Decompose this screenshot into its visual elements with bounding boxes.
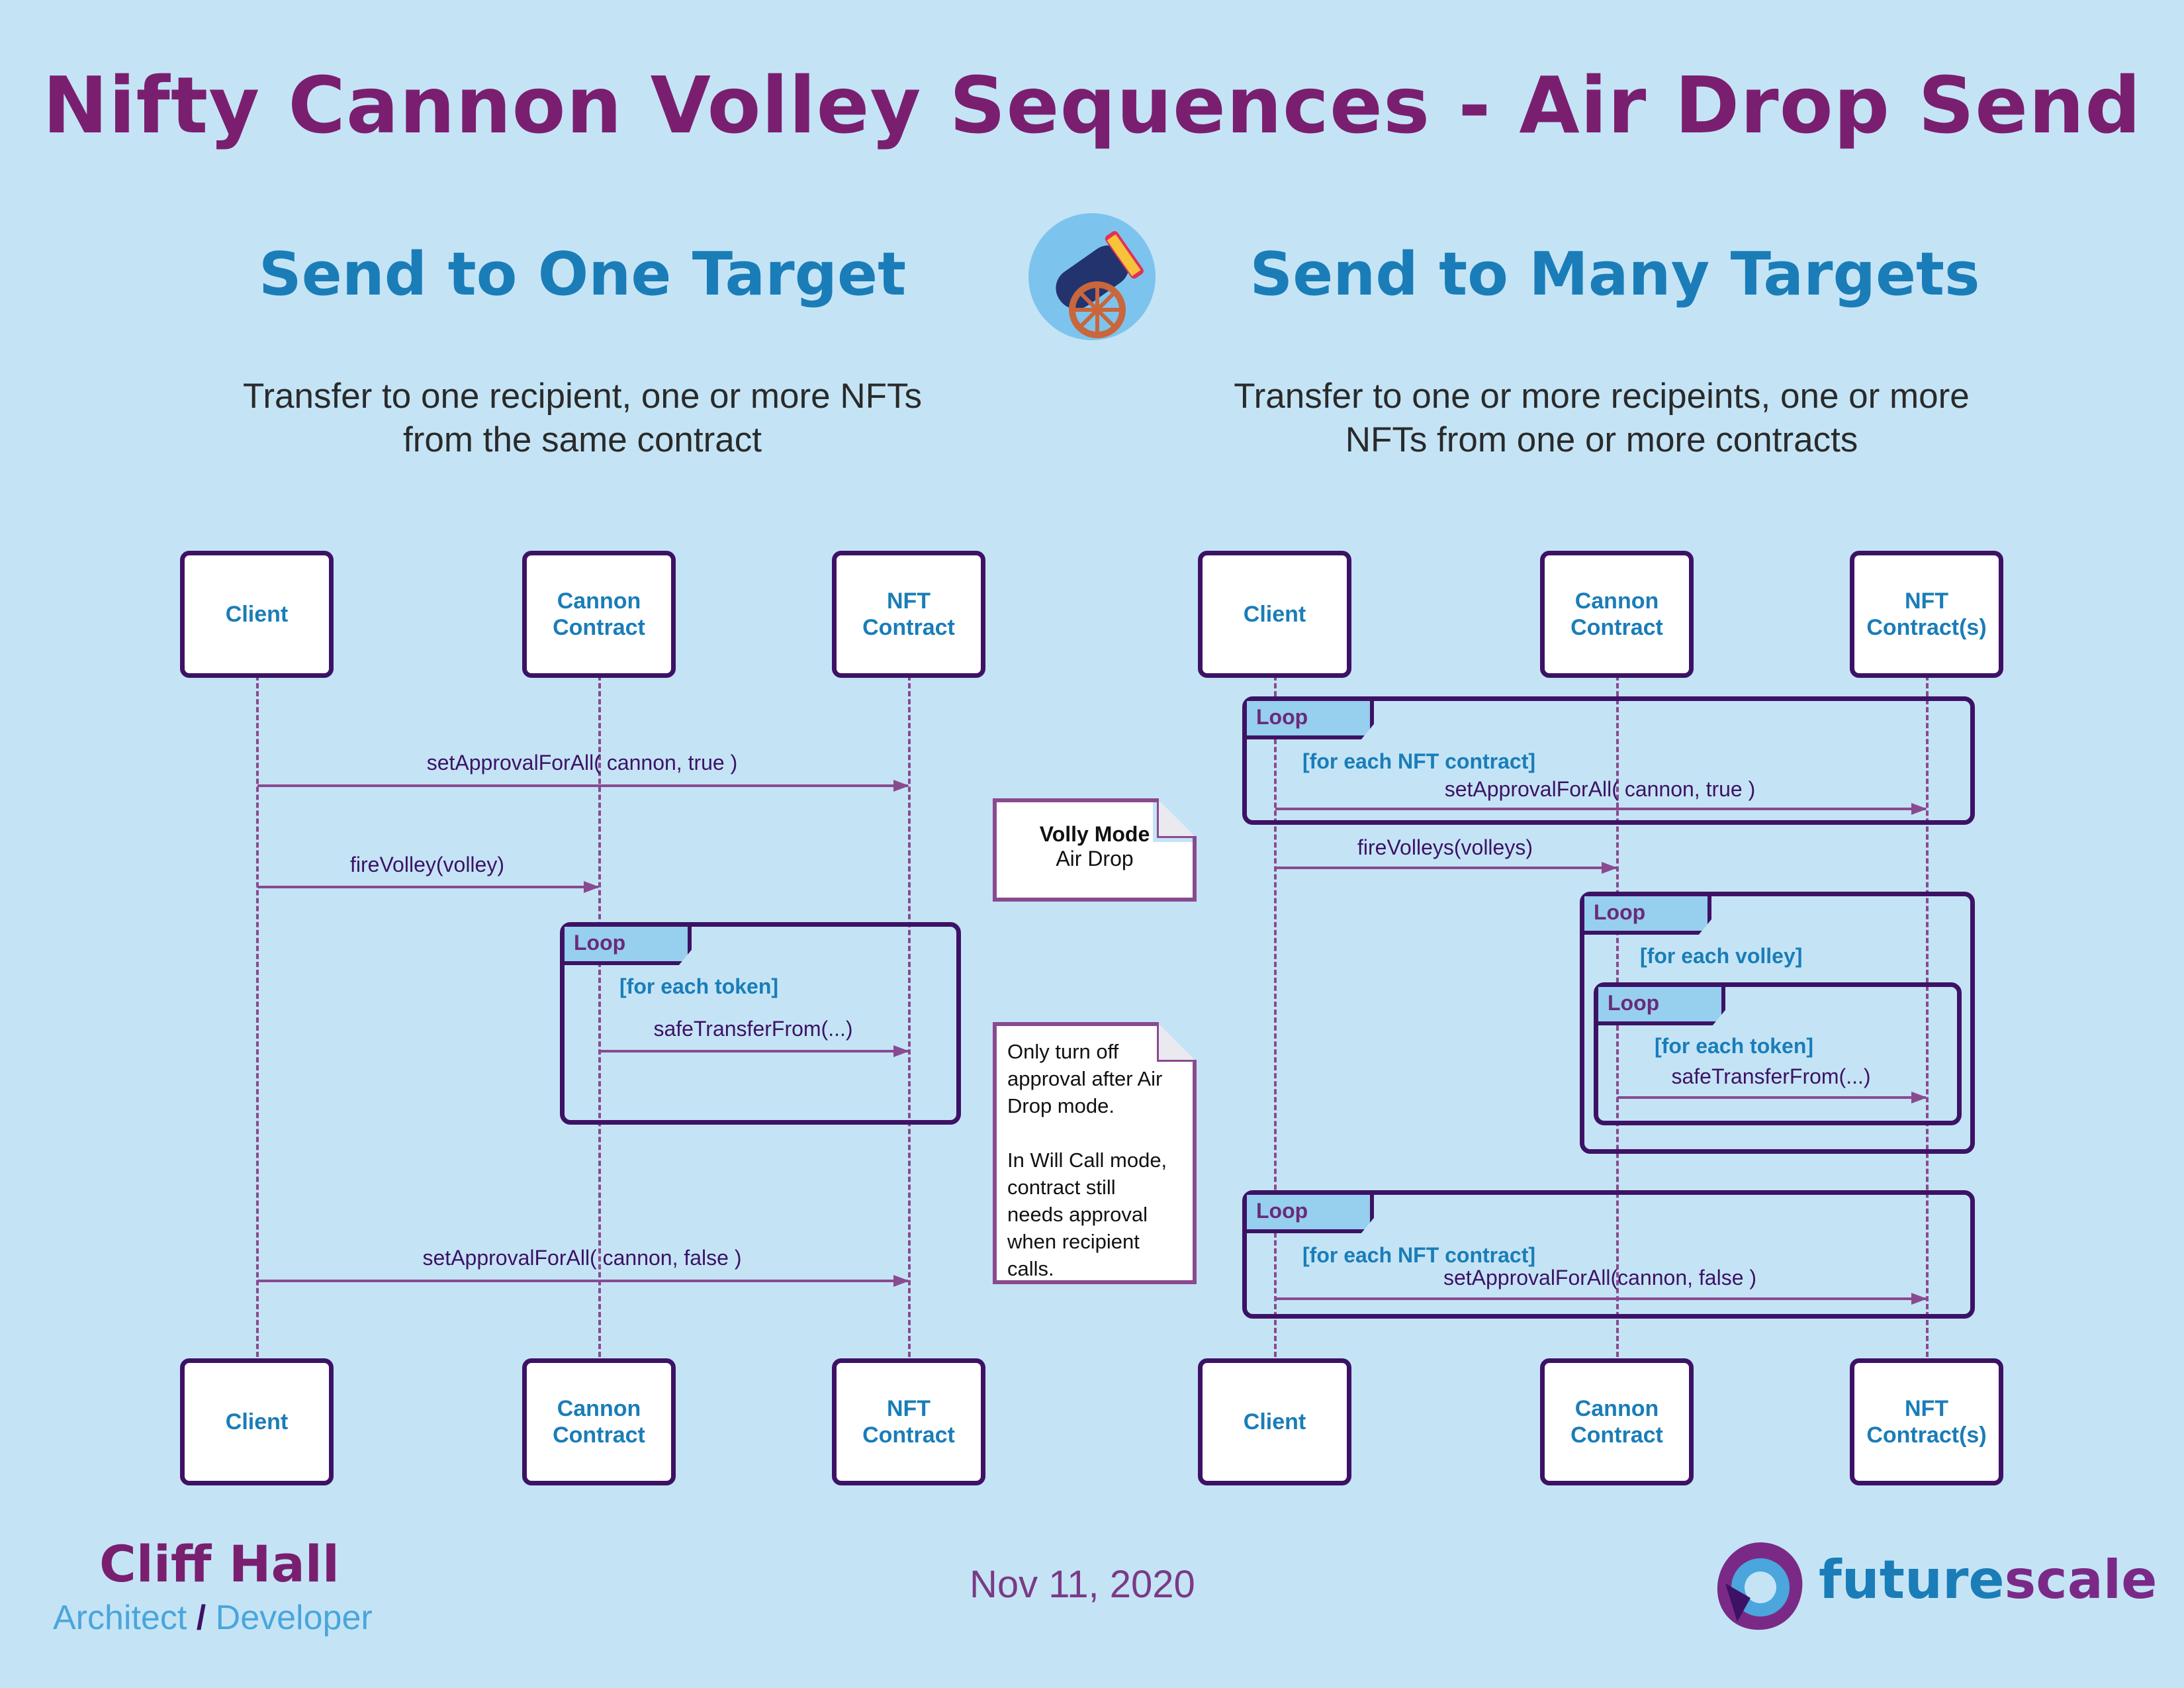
role-developer: Developer	[215, 1599, 373, 1637]
actor-nft-label-1: NFT	[886, 588, 931, 614]
approval-note-line: Only turn off	[1007, 1040, 1119, 1063]
futurescale-wordmark: futurescale	[1819, 1549, 2157, 1611]
actor-nft-label-2: Contract	[862, 615, 955, 640]
loop-guard: [for each volley]	[1640, 944, 1803, 968]
loop-frame: Loop	[1580, 892, 1975, 1154]
loop-tab: Loop	[565, 927, 692, 965]
author-name: Cliff Hall	[99, 1534, 340, 1593]
actor-nft-label-2: Contract	[862, 1423, 955, 1448]
loop-tab: Loop	[1584, 896, 1711, 935]
actor-nft-label-2: Contract(s)	[1866, 1423, 1987, 1448]
role-separator: /	[196, 1599, 206, 1637]
approval-note-line: approval after Air	[1007, 1067, 1163, 1090]
left-desc-line2: from the same contract	[403, 420, 762, 459]
approval-note: Only turn off approval after Air Drop mo…	[993, 1022, 1197, 1284]
right-description: Transfer to one or more recipeints, one …	[1171, 375, 2032, 462]
actor-cannon-label-1: Cannon	[557, 588, 641, 614]
mode-note-value: Air Drop	[1056, 847, 1134, 870]
right-desc-line2: NFTs from one or more contracts	[1345, 420, 1858, 459]
left-desc-line1: Transfer to one recipient, one or more N…	[242, 377, 923, 416]
actor-client-bottom: Client	[1198, 1358, 1351, 1485]
cannon-icon	[1026, 211, 1158, 343]
actor-cannon-label-1: Cannon	[557, 1396, 641, 1421]
actor-nft-label-1: NFT	[1904, 588, 1949, 614]
approval-note-line: needs approval	[1007, 1203, 1148, 1226]
note-fold-line	[1157, 1022, 1197, 1062]
loop-frame: Loop	[1242, 696, 1975, 825]
message-label: setApprovalForAll( cannon, false )	[422, 1246, 742, 1270]
actor-client-bottom: Client	[180, 1358, 334, 1485]
note-fold-line	[1157, 798, 1197, 838]
actor-nft-label-1: NFT	[886, 1396, 931, 1421]
approval-note-line	[1007, 1119, 1167, 1147]
loop-guard: [for each NFT contract]	[1302, 1243, 1536, 1267]
actor-nft-label-1: NFT	[1904, 1396, 1949, 1421]
actor-client-top: Client	[1198, 551, 1351, 678]
loop-frame: Loop	[560, 922, 961, 1125]
brand-future: future	[1819, 1549, 2005, 1611]
loop-tab: Loop	[1247, 701, 1374, 739]
role-architect: Architect	[53, 1599, 187, 1637]
approval-note-line: contract still	[1007, 1176, 1116, 1199]
nft-lifeline	[1926, 675, 1929, 1357]
publish-date: Nov 11, 2020	[970, 1563, 1195, 1606]
actor-client-label: Client	[225, 1409, 289, 1434]
message-label: safeTransferFrom(...)	[653, 1017, 853, 1041]
approval-note-line: In Will Call mode,	[1007, 1149, 1167, 1172]
loop-tab: Loop	[1598, 987, 1725, 1025]
client-lifeline	[1274, 675, 1277, 1357]
nft-lifeline	[908, 675, 911, 1357]
loop-tab: Loop	[1247, 1195, 1374, 1233]
message-label: setApprovalForAll( cannon, true )	[426, 751, 738, 774]
loop-guard: [for each token]	[619, 974, 779, 998]
cannon-lifeline	[598, 675, 601, 1357]
approval-note-line: Drop mode.	[1007, 1094, 1115, 1117]
actor-cannon-label-1: Cannon	[1574, 588, 1659, 614]
message-label: fireVolley(volley)	[350, 853, 504, 876]
loop-frame: Loop	[1242, 1190, 1975, 1319]
actor-client-label: Client	[1243, 602, 1306, 627]
message-label: safeTransferFrom(...)	[1671, 1064, 1871, 1088]
message-label: setApprovalForAll( cannon, true )	[1444, 777, 1756, 801]
brand-scale: scale	[2004, 1549, 2158, 1611]
right-heading: Send to Many Targets	[1250, 240, 1980, 309]
actor-cannon-label-2: Contract	[553, 1423, 645, 1448]
left-description: Transfer to one recipient, one or more N…	[152, 375, 1013, 462]
actor-cannon-label-2: Contract	[1570, 615, 1663, 640]
actor-cannon-label-2: Contract	[553, 615, 645, 640]
loop-guard: [for each token]	[1655, 1034, 1814, 1058]
client-lifeline	[256, 675, 259, 1357]
actor-cannon-label-2: Contract	[1570, 1423, 1663, 1448]
page-title: Nifty Cannon Volley Sequences - Air Drop…	[42, 60, 2142, 151]
left-heading: Send to One Target	[258, 240, 907, 309]
right-desc-line1: Transfer to one or more recipeints, one …	[1234, 377, 1970, 416]
mode-note-title: Volly Mode	[1039, 822, 1150, 846]
actor-cannon-label-1: Cannon	[1574, 1396, 1659, 1421]
author-role: Architect / Developer	[53, 1598, 373, 1638]
actor-client-label: Client	[1243, 1409, 1306, 1434]
actor-nft-label-2: Contract(s)	[1866, 615, 1987, 640]
approval-note-line: when recipient	[1007, 1230, 1140, 1253]
approval-note-line: calls.	[1007, 1257, 1054, 1280]
message-label: setApprovalForAll(cannon, false )	[1443, 1266, 1757, 1289]
loop-guard: [for each NFT contract]	[1302, 749, 1536, 773]
actor-client-top: Client	[180, 551, 334, 678]
message-label: fireVolleys(volleys)	[1357, 835, 1533, 859]
loop-frame: Loop	[1594, 982, 1962, 1125]
futurescale-logo-icon	[1711, 1537, 1810, 1636]
actor-client-label: Client	[225, 602, 289, 627]
